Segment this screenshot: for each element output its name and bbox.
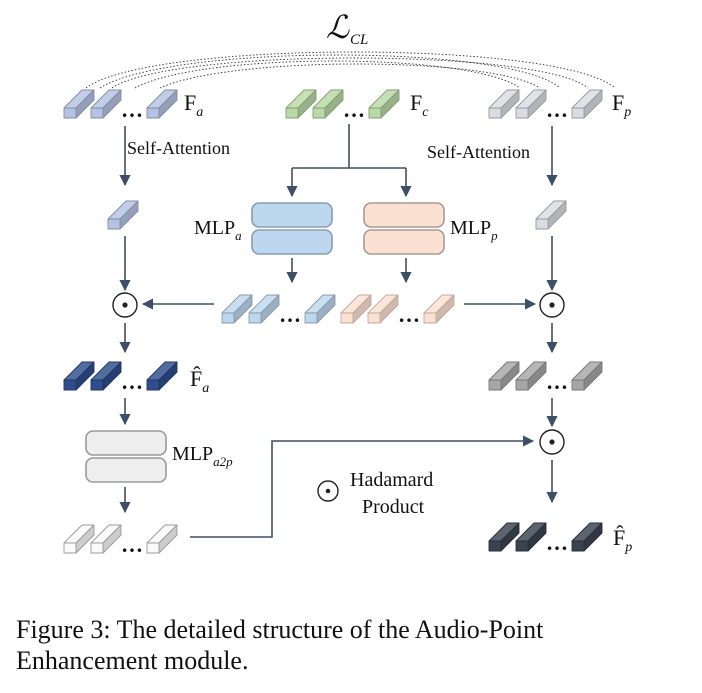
common-feature-bar <box>285 89 317 119</box>
enhanced-point-feature-bar <box>488 522 520 552</box>
point-attended-feature <box>535 200 567 230</box>
audio-point-enhancement-diagram: ℒ CL … … … Fa Fc Fp Sel <box>63 9 632 557</box>
point-intermediate-ellipsis: … <box>546 369 568 394</box>
mlp-a2p-block <box>85 430 167 483</box>
point-feature-ellipsis: … <box>546 97 568 122</box>
a2p-output-bar <box>90 524 122 554</box>
a2p-output-bar <box>146 524 178 554</box>
mlp-point-block <box>363 202 445 255</box>
enhanced-point-feature-stack: … <box>488 522 603 555</box>
mlp-audio-block <box>251 202 333 255</box>
common-feature-ellipsis: … <box>343 97 365 122</box>
point-feature-stack: … <box>488 89 603 122</box>
hadamard-operator-audio <box>112 292 138 318</box>
hadamard-operator-point <box>539 292 565 318</box>
enhanced-point-feature-bar <box>515 522 547 552</box>
mlp-point-output-ellipsis: … <box>398 302 420 327</box>
point-feature-label: Fp <box>612 90 631 120</box>
common-feature-stack: … <box>285 89 400 122</box>
audio-feature-label: Fa <box>184 90 203 120</box>
point-intermediate-bar <box>571 361 603 391</box>
audio-feature-bar <box>90 89 122 119</box>
common-feature-bar <box>312 89 344 119</box>
a2p-output-bar <box>63 524 95 554</box>
common-feature-label: Fc <box>410 90 429 120</box>
feature-bar <box>535 200 567 230</box>
enhanced-audio-feature-ellipsis: … <box>121 369 143 394</box>
enhanced-audio-feature-bar <box>146 361 178 391</box>
enhanced-audio-feature-stack: … <box>63 361 178 394</box>
mlp-point-output-stack: … <box>340 294 455 327</box>
enhanced-point-feature-label: F̂p <box>613 525 632 555</box>
enhanced-audio-feature-label: F̂a <box>190 366 209 396</box>
a2p-output-stack: … <box>63 524 178 557</box>
point-feature-bar <box>515 89 547 119</box>
mlp-point-output-bar <box>423 294 455 324</box>
loss-subscript: CL <box>350 32 368 48</box>
point-intermediate-bar <box>488 361 520 391</box>
audio-feature-stack: … <box>63 89 178 122</box>
point-intermediate-bar <box>515 361 547 391</box>
enhanced-audio-feature-bar <box>63 361 95 391</box>
audio-feature-bar <box>146 89 178 119</box>
mlp-point-output-bar <box>340 294 372 324</box>
audio-feature-ellipsis: … <box>121 97 143 122</box>
contrastive-loss: ℒ CL <box>85 9 616 89</box>
self-attention-point-label: Self-Attention <box>427 142 530 162</box>
enhanced-audio-feature-bar <box>90 361 122 391</box>
point-intermediate-stack: … <box>488 361 603 394</box>
mlp-audio-output-bar <box>304 294 336 324</box>
audio-attended-feature <box>107 200 139 230</box>
mlp-point-output-bar <box>367 294 399 324</box>
hadamard-legend-line2: Product <box>362 496 425 518</box>
loss-symbol: ℒ <box>326 9 350 45</box>
enhanced-point-feature-bar <box>571 522 603 552</box>
mlp-audio-output-ellipsis: … <box>279 302 301 327</box>
hadamard-operator-fusion <box>539 429 565 455</box>
mlp-a2p-label: MLPa2p <box>172 443 233 469</box>
mlp-audio-output-bar <box>248 294 280 324</box>
mlp-audio-output-bar <box>221 294 253 324</box>
hadamard-legend: Hadamard Product <box>317 469 433 518</box>
contrastive-dotted-arcs <box>85 51 616 89</box>
common-feature-bar <box>368 89 400 119</box>
feature-bar <box>107 200 139 230</box>
hadamard-legend-line1: Hadamard <box>350 469 433 491</box>
mlp-audio-label: MLPa <box>194 217 242 243</box>
audio-feature-bar <box>63 89 95 119</box>
connectors <box>119 124 558 538</box>
self-attention-audio-label: Self-Attention <box>127 138 230 158</box>
point-feature-bar <box>571 89 603 119</box>
point-feature-bar <box>488 89 520 119</box>
enhanced-point-feature-ellipsis: … <box>546 530 568 555</box>
figure-caption: Figure 3: The detailed structure of the … <box>16 615 544 675</box>
a2p-output-ellipsis: … <box>121 532 143 557</box>
mlp-audio-output-stack: … <box>221 294 336 327</box>
mlp-point-label: MLPp <box>450 217 498 243</box>
